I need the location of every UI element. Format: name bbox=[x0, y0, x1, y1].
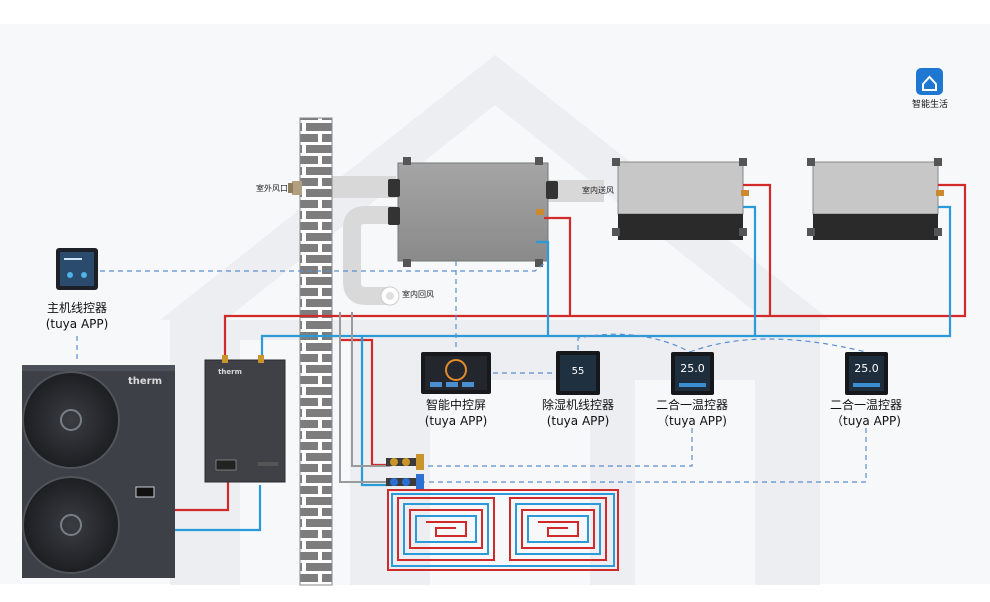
floor-heating-manifold bbox=[386, 454, 424, 490]
outdoor-air-vent-icon bbox=[288, 181, 302, 195]
erv-unit bbox=[388, 157, 558, 267]
thermostat-1-app-label: （tuya APP) bbox=[657, 414, 727, 428]
underfloor-heating-loops bbox=[387, 489, 619, 571]
heatpump-logo: therm bbox=[127, 376, 163, 387]
fan-coil-unit-1 bbox=[612, 158, 749, 240]
grey-pipes bbox=[339, 312, 390, 483]
air-ducts bbox=[326, 176, 604, 305]
dehumidifier-controller-device bbox=[556, 351, 600, 395]
dehumidifier-controller-label: 除湿机线控器 bbox=[541, 398, 614, 412]
outdoor-air-label: 室外风口 bbox=[256, 184, 288, 193]
hydro-module bbox=[204, 355, 286, 483]
hydro-logo: therm bbox=[218, 368, 242, 376]
thermostat-1-readout: 25.0 bbox=[680, 362, 705, 375]
central-screen-app-label: (tuya APP) bbox=[424, 414, 488, 428]
central-screen-device bbox=[421, 352, 491, 394]
main-controller-app-label: (tuya APP) bbox=[45, 317, 109, 331]
return-air-grille-icon bbox=[380, 286, 400, 306]
thermostat-2-app-label: （tuya APP) bbox=[831, 414, 901, 428]
dehumidifier-controller-app-label: (tuya APP) bbox=[546, 414, 610, 428]
smart-life-app-icon bbox=[916, 68, 943, 95]
signal-lines bbox=[76, 259, 867, 483]
thermostat-1-label: 二合一温控器 bbox=[655, 398, 728, 412]
supply-air-label: 室内送风 bbox=[582, 186, 614, 195]
cold-water-pipes bbox=[175, 205, 952, 532]
return-air-label: 室内回风 bbox=[402, 290, 434, 299]
thermostat-device-2 bbox=[845, 352, 888, 395]
main-controller-device bbox=[56, 248, 98, 290]
main-controller-label: 主机线控器 bbox=[46, 301, 107, 315]
central-screen-label: 智能中控屏 bbox=[425, 398, 486, 412]
thermostat-2-readout: 25.0 bbox=[854, 362, 879, 375]
heat-pump-unit bbox=[22, 365, 175, 578]
brick-wall bbox=[299, 117, 333, 586]
fan-coil-unit-2 bbox=[807, 158, 944, 240]
thermostat-2-label: 二合一温控器 bbox=[829, 398, 902, 412]
dehumidifier-readout: 55 bbox=[571, 366, 585, 377]
smart-life-label: 智能生活 bbox=[911, 100, 948, 110]
thermostat-device-1 bbox=[671, 352, 714, 395]
